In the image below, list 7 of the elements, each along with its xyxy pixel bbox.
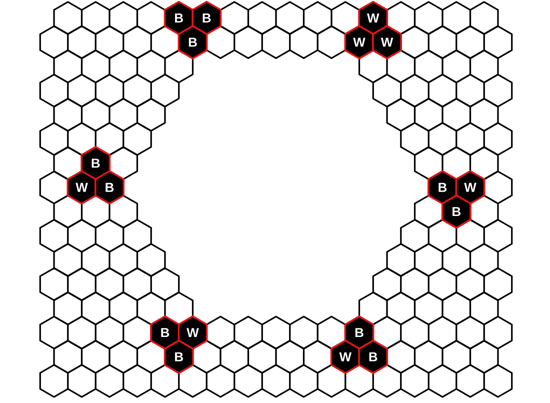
hex-cell: B	[441, 194, 472, 229]
hex-cell: B	[164, 340, 194, 374]
hex-cell: B	[358, 340, 388, 374]
hex-cell: B	[192, 0, 222, 36]
hex-cell: W	[66, 170, 97, 205]
hex-cell: B	[94, 170, 124, 205]
hex-cell: W	[330, 340, 360, 374]
